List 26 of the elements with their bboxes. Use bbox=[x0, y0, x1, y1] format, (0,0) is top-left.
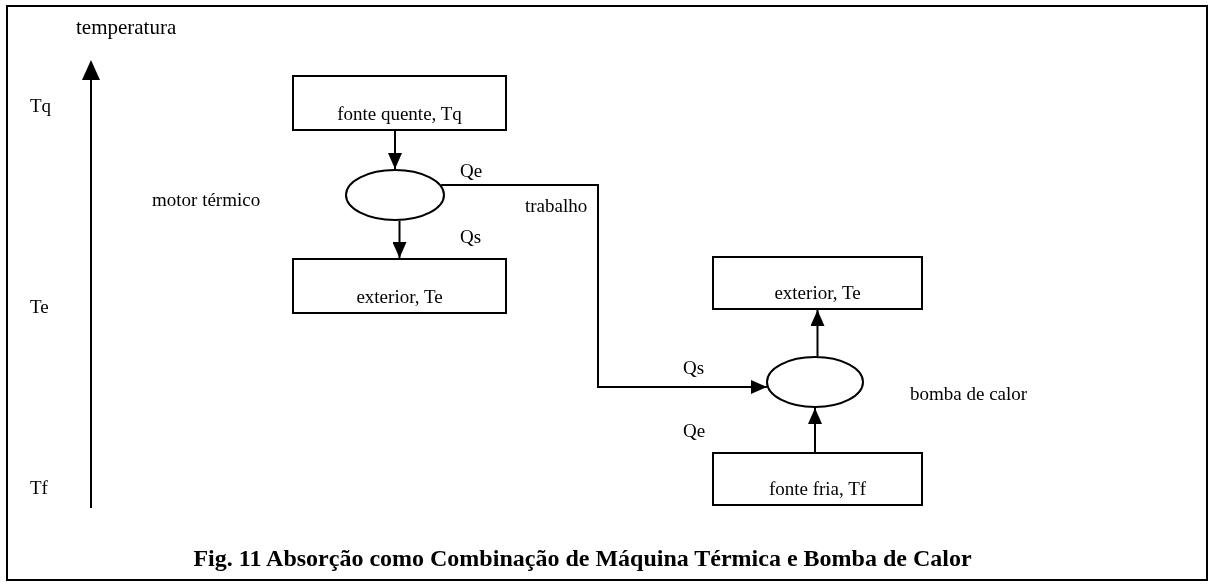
process-box bbox=[712, 452, 923, 506]
axis-label: Qe bbox=[460, 161, 483, 182]
ellipse-shape bbox=[345, 169, 445, 221]
node-label: exterior, Te bbox=[356, 286, 443, 308]
axis-label: Tq bbox=[30, 96, 52, 117]
axis-label: motor térmico bbox=[152, 190, 261, 211]
arrow bbox=[808, 407, 822, 453]
axis-label: Qs bbox=[460, 227, 482, 248]
arrow bbox=[392, 219, 407, 259]
process-box bbox=[712, 256, 923, 310]
node-caption: bomba de calor bbox=[910, 384, 1028, 405]
process-box bbox=[292, 258, 507, 314]
node-label: fonte fria, Tf bbox=[768, 478, 867, 500]
node-label: fonte quente, Tq bbox=[337, 103, 462, 125]
axis-label: temperatura bbox=[76, 16, 177, 40]
axis-label: Te bbox=[30, 297, 49, 318]
axis-label: Qe bbox=[683, 421, 706, 442]
arrow bbox=[810, 309, 825, 358]
figure-caption: Fig. 11 Absorção como Combinação de Máquina Térmica e Bomba de Calor bbox=[192, 545, 973, 572]
axis-label: Qs bbox=[683, 358, 705, 379]
axis-label: Tf bbox=[30, 478, 48, 499]
arrow bbox=[388, 130, 402, 170]
arrow bbox=[440, 184, 768, 394]
ellipse-shape bbox=[766, 356, 864, 408]
node-label: exterior, Te bbox=[774, 282, 861, 304]
process-box bbox=[292, 75, 507, 131]
